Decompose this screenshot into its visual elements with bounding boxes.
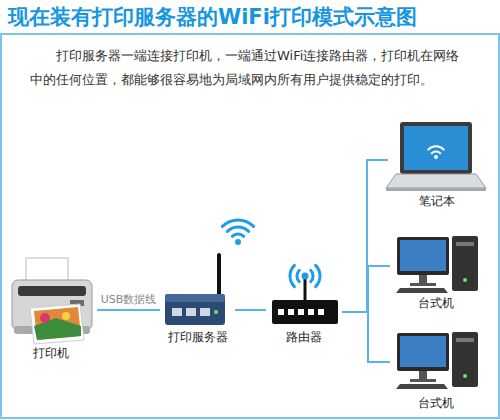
print-server-node: 打印服务器 (160, 250, 235, 346)
description-note: 打印服务器一端连接打印机，一端通过WiFi连接路由器，打印机在网络中的任何位置，… (30, 44, 470, 92)
laptop-icon (386, 122, 486, 191)
node-label: 路由器 (284, 329, 324, 346)
laptop-node: 笔记本 (388, 118, 485, 210)
edge-label: USB数据线 (100, 293, 158, 307)
router-icon (272, 278, 338, 324)
connector-line (342, 160, 388, 312)
node-label: 台式机 (416, 395, 456, 412)
connector-line (97, 309, 160, 311)
frame (1, 34, 499, 418)
desktop-node: 台式机 (390, 232, 482, 312)
wifi-symbol (290, 265, 320, 286)
printer-node: 打印机 (5, 250, 97, 362)
router-node: 路由器 (266, 296, 342, 346)
printer-icon (12, 258, 92, 344)
desktop-node: 台式机 (390, 328, 482, 412)
node-label: 打印机 (31, 345, 71, 362)
node-label: 笔记本 (417, 193, 457, 210)
wifi-symbol (222, 220, 253, 245)
connector-line (342, 266, 390, 312)
print-server-icon (165, 255, 225, 325)
desktop-icon (396, 332, 478, 389)
connector-line (235, 309, 266, 311)
node-label: 打印服务器 (166, 329, 230, 346)
diagram-title: 现在装有打印服务器的WiFi打印模式示意图 (8, 3, 417, 31)
desktop-icon (396, 236, 478, 293)
node-label: 台式机 (416, 295, 456, 312)
connector-line (342, 312, 390, 362)
